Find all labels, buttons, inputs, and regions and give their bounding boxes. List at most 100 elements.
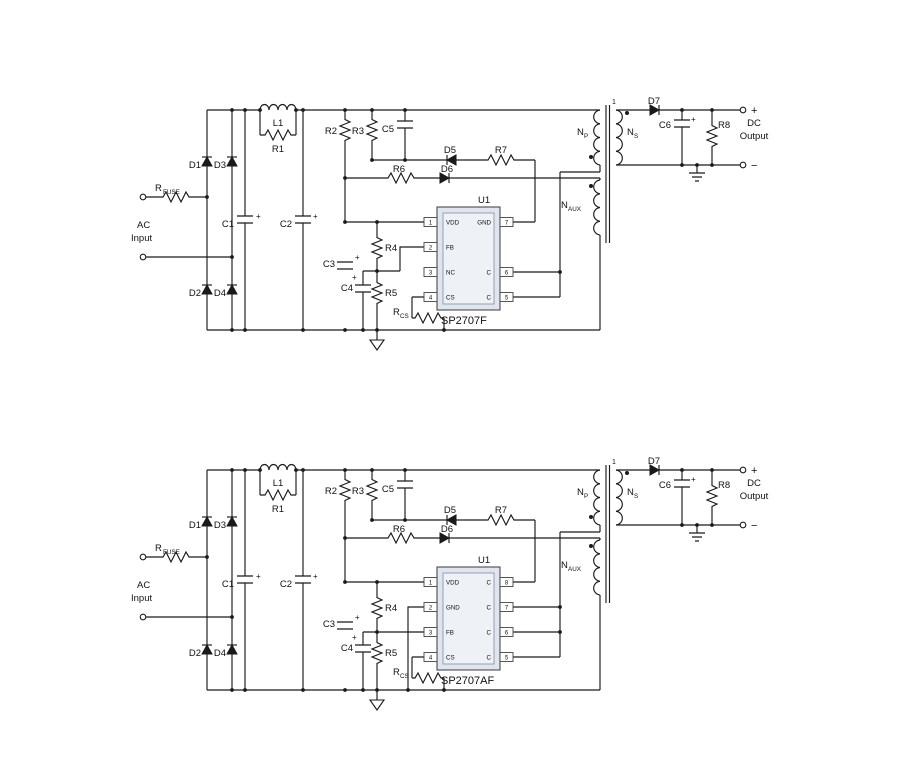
- pin-label-right: C: [487, 605, 492, 612]
- label-rcs: R: [393, 307, 400, 318]
- label-dc-line2: Output: [740, 131, 769, 142]
- ic-pin-boxes: [423, 217, 514, 302]
- capacitor-c4: [354, 644, 372, 653]
- label-c4: C4: [341, 283, 353, 294]
- transformer-ratio: 1: [612, 459, 616, 466]
- label-c6: C6: [659, 120, 671, 131]
- label-d7: D7: [648, 456, 660, 467]
- ac-terminal-bottom: [139, 613, 147, 621]
- label-r8: R8: [718, 480, 730, 491]
- transformer-secondary-winding: [615, 469, 623, 526]
- pin-number: 7: [505, 220, 509, 226]
- label-naux: N: [561, 200, 568, 211]
- label-r4: R4: [385, 243, 397, 254]
- label-r6: R6: [393, 164, 405, 175]
- c4-polarity: +: [352, 633, 357, 642]
- transformer-primary-winding: [593, 109, 601, 166]
- pin-label-gnd: GND: [446, 605, 460, 612]
- resistor-r8: [706, 482, 718, 510]
- diode-d3: [226, 516, 238, 527]
- label-u1: U1: [478, 195, 490, 206]
- resistor-r1: [261, 129, 295, 141]
- label-c4: C4: [341, 643, 353, 654]
- label-naux-sub: AUX: [568, 206, 582, 213]
- label-d3: D3: [214, 160, 226, 171]
- label-c5: C5: [382, 484, 394, 495]
- resistor-r7: [484, 154, 518, 166]
- ic-part-number: SP2707AF: [441, 675, 494, 687]
- pin-label-cs: CS: [446, 655, 455, 662]
- label-naux-sub: AUX: [568, 566, 582, 573]
- dc-terminal-positive: [739, 106, 747, 114]
- dc-terminal-positive: [739, 466, 747, 474]
- label-d6: D6: [441, 524, 453, 535]
- transformer-secondary-winding: [615, 109, 623, 166]
- diode-d1: [201, 156, 213, 167]
- c3-polarity: +: [355, 253, 360, 262]
- label-np: N: [577, 487, 584, 498]
- label-ac-line2: Input: [131, 593, 152, 604]
- pin-number: 1: [429, 580, 433, 586]
- label-r1: R1: [272, 504, 284, 515]
- diode-d1: [201, 516, 213, 527]
- resistor-r5: [371, 279, 383, 307]
- capacitor-c6: [673, 479, 691, 488]
- dc-terminal-negative: [739, 161, 747, 169]
- pin-label-right: C: [487, 295, 492, 302]
- c6-polarity: +: [691, 475, 696, 484]
- transformer-ratio: 1: [612, 99, 616, 106]
- feedback-wiring: [362, 246, 424, 285]
- label-np: N: [577, 127, 584, 138]
- capacitor-c5: [396, 120, 414, 129]
- pin-number: 3: [429, 630, 433, 636]
- capacitor-c4: [354, 284, 372, 293]
- capacitor-c2: [294, 575, 312, 584]
- capacitor-c5: [396, 480, 414, 489]
- resistor-r4: [371, 594, 383, 622]
- label-rfuse: R: [155, 543, 162, 554]
- label-d1: D1: [189, 520, 201, 531]
- c3-polarity: +: [355, 613, 360, 622]
- label-ns: N: [627, 127, 634, 138]
- label-d7: D7: [648, 96, 660, 107]
- label-d4: D4: [214, 648, 226, 659]
- transformer-aux-winding: [593, 179, 601, 236]
- label-dc-line1: DC: [747, 478, 761, 489]
- label-r5: R5: [385, 648, 397, 659]
- label-d4: D4: [214, 288, 226, 299]
- label-r7: R7: [495, 505, 507, 516]
- label-u1: U1: [478, 555, 490, 566]
- capacitor-c3: [336, 621, 354, 630]
- ic-body-inner: [442, 212, 495, 305]
- label-rfuse: R: [155, 183, 162, 194]
- inductor-l1: [259, 463, 297, 471]
- label-d5: D5: [444, 145, 456, 156]
- secondary-ground-icon: [688, 532, 706, 542]
- pin-label-right: C: [487, 580, 492, 587]
- transformer-phase-dots: [589, 471, 629, 548]
- pin-label-right: C: [487, 655, 492, 662]
- circuit-top: 1 2 3 4 7 6 5 VDD FB NC CS GND C C AC In…: [131, 96, 769, 351]
- c6-polarity: +: [691, 115, 696, 124]
- transformer-aux-winding: [593, 539, 601, 596]
- pin-label-cs: CS: [446, 295, 455, 302]
- label-r2: R2: [325, 126, 337, 137]
- pin-label-vdd: VDD: [446, 220, 460, 227]
- ac-terminal-top: [139, 193, 147, 201]
- junction-dots: [205, 108, 714, 332]
- resistor-r3: [366, 476, 378, 504]
- label-c5: C5: [382, 124, 394, 135]
- pin-label-right: C: [487, 270, 492, 277]
- ac-terminal-bottom: [139, 253, 147, 261]
- pin-number: 5: [505, 295, 509, 301]
- ic-pin-boxes: [423, 577, 514, 662]
- ic-body-inner: [442, 572, 495, 665]
- resistor-r4: [371, 234, 383, 262]
- capacitor-c2: [294, 215, 312, 224]
- secondary-ground-icon: [688, 172, 706, 182]
- c2-polarity: +: [313, 212, 318, 221]
- label-l1: L1: [273, 118, 284, 129]
- resistor-rcs: [411, 312, 445, 324]
